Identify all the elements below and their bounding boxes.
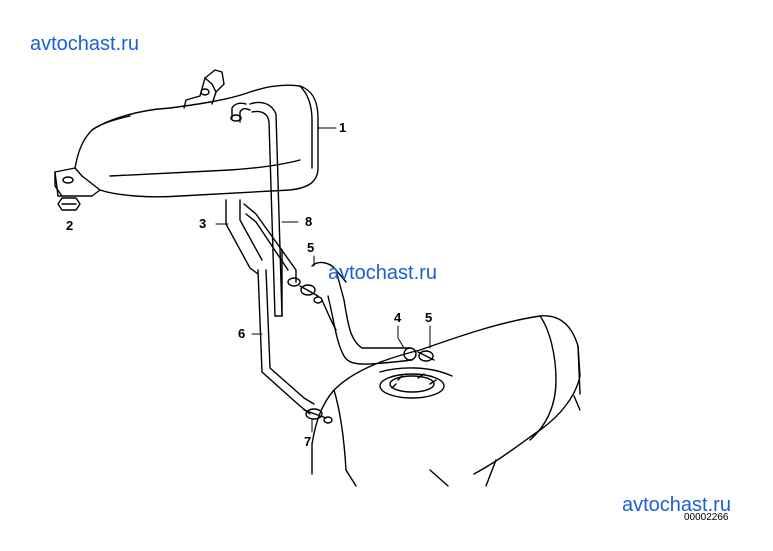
hose-3 <box>225 199 301 287</box>
clamp-7 <box>303 408 333 424</box>
clamp-5-lower <box>417 350 435 362</box>
callout-7: 7 <box>304 434 311 449</box>
callout-2: 2 <box>66 218 73 233</box>
hose-6 <box>257 269 315 415</box>
expansion-tank <box>54 69 319 198</box>
callout-5-upper: 5 <box>307 240 314 255</box>
vent-pipe-8 <box>249 101 283 317</box>
leader-lines <box>215 127 431 433</box>
fuel-tank <box>311 315 581 487</box>
diagram-code: 00002266 <box>684 512 729 523</box>
clamp-5-upper <box>299 284 323 304</box>
callout-3: 3 <box>199 216 206 231</box>
watermark-top-left: avtochast.ru <box>30 33 139 55</box>
callout-5-lower: 5 <box>425 310 432 325</box>
watermark-bottom-right: avtochast.ru <box>622 494 731 516</box>
nut-2 <box>57 197 81 211</box>
callout-6: 6 <box>238 326 245 341</box>
callout-4: 4 <box>394 310 402 325</box>
watermark-center: avtochast.ru <box>328 262 437 284</box>
callout-8: 8 <box>305 214 312 229</box>
callout-1: 1 <box>339 120 346 135</box>
